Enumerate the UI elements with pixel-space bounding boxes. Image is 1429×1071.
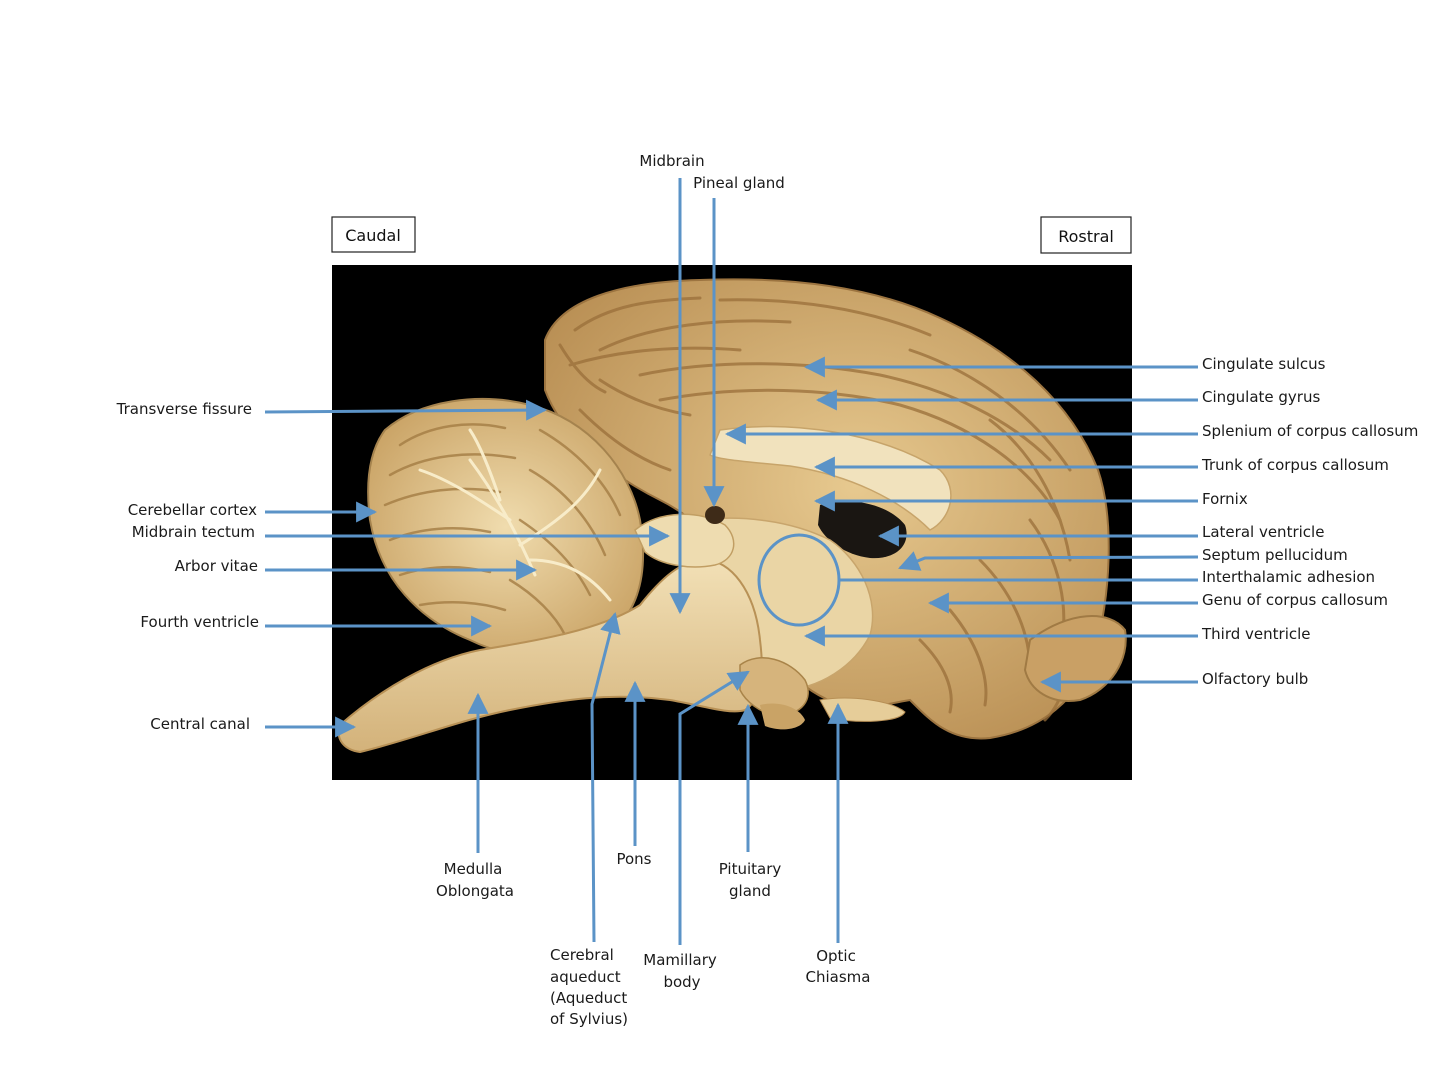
label-aqueduct-line4: of Sylvius) (550, 1010, 628, 1028)
label-pituitary-line1: Pituitary (719, 860, 782, 878)
label-olfactory-bulb: Olfactory bulb (1202, 670, 1308, 688)
label-midbrain: Midbrain (639, 152, 704, 170)
label-cingulate-gyrus: Cingulate gyrus (1202, 388, 1320, 406)
cerebellum (367, 397, 644, 656)
arrow-transverse-fissure (264, 399, 548, 421)
label-third-ventricle: Third ventricle (1201, 625, 1311, 643)
label-medulla-line1: Medulla (444, 860, 503, 878)
label-aqueduct-line3: (Aqueduct (550, 989, 627, 1007)
rostral-box (1040, 216, 1132, 254)
arrows (264, 178, 1199, 945)
arrow-cerebral-aqueduct (590, 611, 621, 943)
label-septum-pellucidum: Septum pellucidum (1202, 546, 1348, 564)
label-cingulate-sulcus: Cingulate sulcus (1202, 355, 1326, 373)
label-pons: Pons (616, 850, 651, 868)
label-midbrain-tectum: Midbrain tectum (132, 523, 255, 541)
label-arbor-vitae: Arbor vitae (175, 557, 258, 575)
caudal-box (331, 216, 416, 253)
caudal-label: Caudal (345, 226, 401, 245)
label-central-canal: Central canal (150, 715, 250, 733)
arrow-septum-pellucidum (898, 551, 1199, 571)
label-genu: Genu of corpus callosum (1202, 591, 1388, 609)
label-optic-line2: Chiasma (806, 968, 871, 986)
label-aqueduct-line1: Cerebral (550, 946, 614, 964)
label-splenium: Splenium of corpus callosum (1202, 422, 1418, 440)
label-transverse-fissure: Transverse fissure (116, 400, 252, 418)
label-trunk: Trunk of corpus callosum (1201, 456, 1389, 474)
label-aqueduct-line2: aqueduct (550, 968, 621, 986)
label-pituitary-line2: gland (729, 882, 771, 900)
label-optic-line1: Optic (816, 947, 856, 965)
label-fornix: Fornix (1202, 490, 1248, 508)
label-lateral-ventricle: Lateral ventricle (1202, 523, 1324, 541)
label-pineal-gland: Pineal gland (693, 174, 785, 192)
label-mamillary-line2: body (663, 973, 700, 991)
label-interthalamic-adhesion: Interthalamic adhesion (1202, 568, 1375, 586)
rostral-label: Rostral (1058, 227, 1114, 246)
arrow-mamillary-body (678, 670, 750, 945)
label-fourth-ventricle: Fourth ventricle (140, 613, 259, 631)
interthalamic-adhesion-circle (757, 533, 841, 627)
label-cerebellar-cortex: Cerebellar cortex (128, 501, 257, 519)
label-mamillary-line1: Mamillary (643, 951, 717, 969)
label-medulla-line2: Oblongata (436, 882, 514, 900)
